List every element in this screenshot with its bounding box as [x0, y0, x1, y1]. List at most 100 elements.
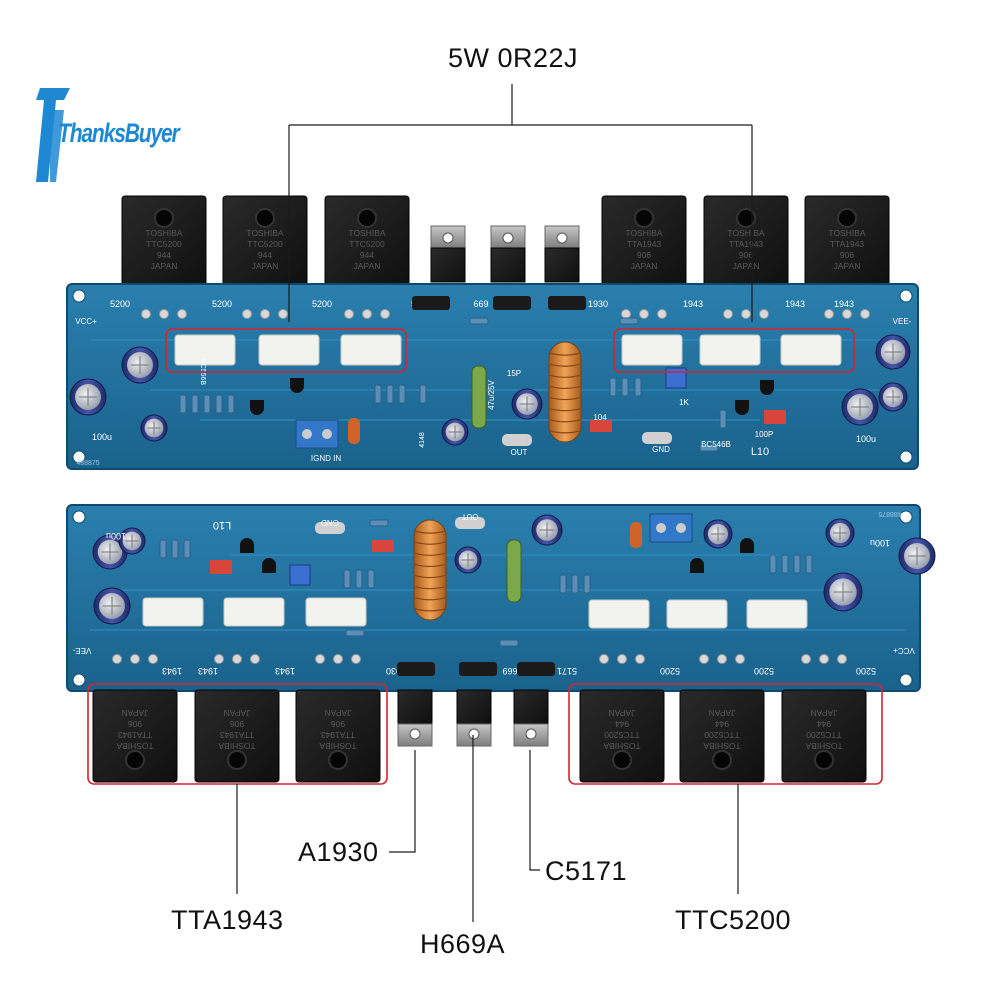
- transistor-pad: [741, 309, 751, 319]
- driver-body: [544, 247, 580, 283]
- transistor-marking: JAPAN: [733, 261, 760, 271]
- silk-serial: 488875: [76, 460, 99, 467]
- electrolytic-cap: [454, 546, 482, 574]
- cement-resistor-top-left-1: [174, 334, 236, 366]
- socket-5171: [517, 662, 555, 676]
- silk-out: OUT: [511, 448, 528, 457]
- signal-resistor: [793, 554, 801, 574]
- driver-body: [490, 247, 526, 283]
- cap-vent: [539, 522, 555, 538]
- resistor-callout-label: 5W 0R22J: [448, 43, 579, 73]
- mounting-hole: [899, 673, 913, 687]
- small-signal-transistor: [740, 538, 754, 553]
- cap-vent: [886, 390, 900, 404]
- tab-hole: [502, 232, 514, 244]
- transistor-marking: JAPAN: [811, 708, 838, 718]
- brand-logo-text: ThanksBuyer: [58, 118, 180, 148]
- silk-1930: 1930: [386, 666, 406, 676]
- electrolytic-cap: [703, 519, 733, 549]
- ceramic-cap: [210, 560, 232, 574]
- a1930-leader: [389, 750, 416, 853]
- coil-turn: [549, 385, 581, 390]
- transistor-marking: 906: [230, 719, 244, 729]
- transistor-marking: TTC5200: [146, 239, 182, 249]
- socket-669: [459, 662, 497, 676]
- signal-resistor: [805, 554, 813, 574]
- mounting-hole: [227, 750, 247, 770]
- mounting-hole: [255, 208, 275, 228]
- transistor-marking: 944: [817, 719, 831, 729]
- transistor-pad: [657, 309, 667, 319]
- silk-5200: 5200: [660, 666, 680, 676]
- transistor-pad: [242, 309, 252, 319]
- transistor-marking: TTA1943: [830, 239, 865, 249]
- terminal-screw: [302, 429, 312, 439]
- bottom-pcb: [66, 504, 921, 692]
- cap-vent: [125, 534, 139, 548]
- a1930-driver-bottom: [397, 689, 433, 747]
- silk-100u: 100u: [870, 538, 890, 548]
- driver-body: [397, 689, 433, 725]
- small-signal-transistor: [250, 400, 264, 415]
- electrolytic-cap: [875, 334, 911, 370]
- ceramic-cap: [764, 410, 786, 424]
- c5171-leader: [529, 750, 540, 871]
- driver-body: [430, 247, 466, 283]
- resistor-leader: [288, 84, 753, 322]
- silk-4148: 4148: [419, 432, 426, 448]
- coil-turn: [414, 530, 446, 534]
- top-board: TOSHIBATTC5200944JAPANTOSHIBATTC5200944J…: [66, 195, 919, 470]
- transistor-marking: TOSHIBA: [319, 741, 356, 751]
- tab-hole: [409, 728, 421, 740]
- transistor-marking: JAPAN: [252, 261, 279, 271]
- mounting-hole: [634, 208, 654, 228]
- terminal-screw: [676, 523, 686, 533]
- inductor-resistor: [506, 539, 522, 603]
- signal-resistor: [227, 394, 235, 414]
- silk-5171: 5171: [557, 666, 577, 676]
- inductor-resistor: [471, 365, 487, 429]
- transistor-marking: TTC5200: [604, 730, 640, 740]
- out-terminal: [502, 434, 532, 446]
- mounting-hole: [154, 208, 174, 228]
- transistor-marking: JAPAN: [354, 261, 381, 271]
- silk-1943: 1943: [785, 299, 805, 309]
- transistor-pad: [141, 309, 151, 319]
- transistor-marking: TOSHIBA: [828, 228, 865, 238]
- electrolytic-cap: [841, 388, 879, 426]
- silk-1943: 1943: [834, 299, 854, 309]
- small-signal-transistor: [262, 558, 276, 573]
- cap-vent: [461, 553, 475, 567]
- transistor-marking: 906: [128, 719, 142, 729]
- silk-1943: 1943: [198, 666, 218, 676]
- transistor-pad: [639, 309, 649, 319]
- transistor-pad: [250, 654, 260, 664]
- copper-trace: [90, 554, 905, 631]
- ceramic-cap: [590, 420, 612, 432]
- c5171-driver-top: [430, 225, 466, 283]
- coil-turn: [549, 396, 581, 401]
- transistor-marking: TTA1943: [729, 239, 764, 249]
- cement-resistor-top-right-2: [699, 334, 761, 366]
- c5171-driver-bottom: [513, 689, 549, 747]
- transistor-pad: [837, 654, 847, 664]
- silk-vcc-plus: VCC+: [75, 317, 97, 326]
- signal-resistor: [203, 394, 211, 414]
- silk-100p: 100P: [755, 430, 774, 439]
- silk-5200: 5200: [212, 299, 232, 309]
- top-pcb: [66, 283, 919, 470]
- signal-resistor: [621, 377, 629, 397]
- cap-vent: [448, 425, 462, 439]
- signal-resistor: [183, 539, 191, 559]
- cement-resistor-bottom-right-3: [746, 599, 808, 629]
- signal-resistor: [343, 569, 351, 589]
- transistor-marking: TOSHIBA: [246, 228, 283, 238]
- signal-resistor: [398, 384, 406, 404]
- transistor-pad: [278, 309, 288, 319]
- silk-15p: 15P: [507, 369, 521, 378]
- socket-1930: [397, 662, 435, 676]
- transistor-body: [579, 689, 665, 783]
